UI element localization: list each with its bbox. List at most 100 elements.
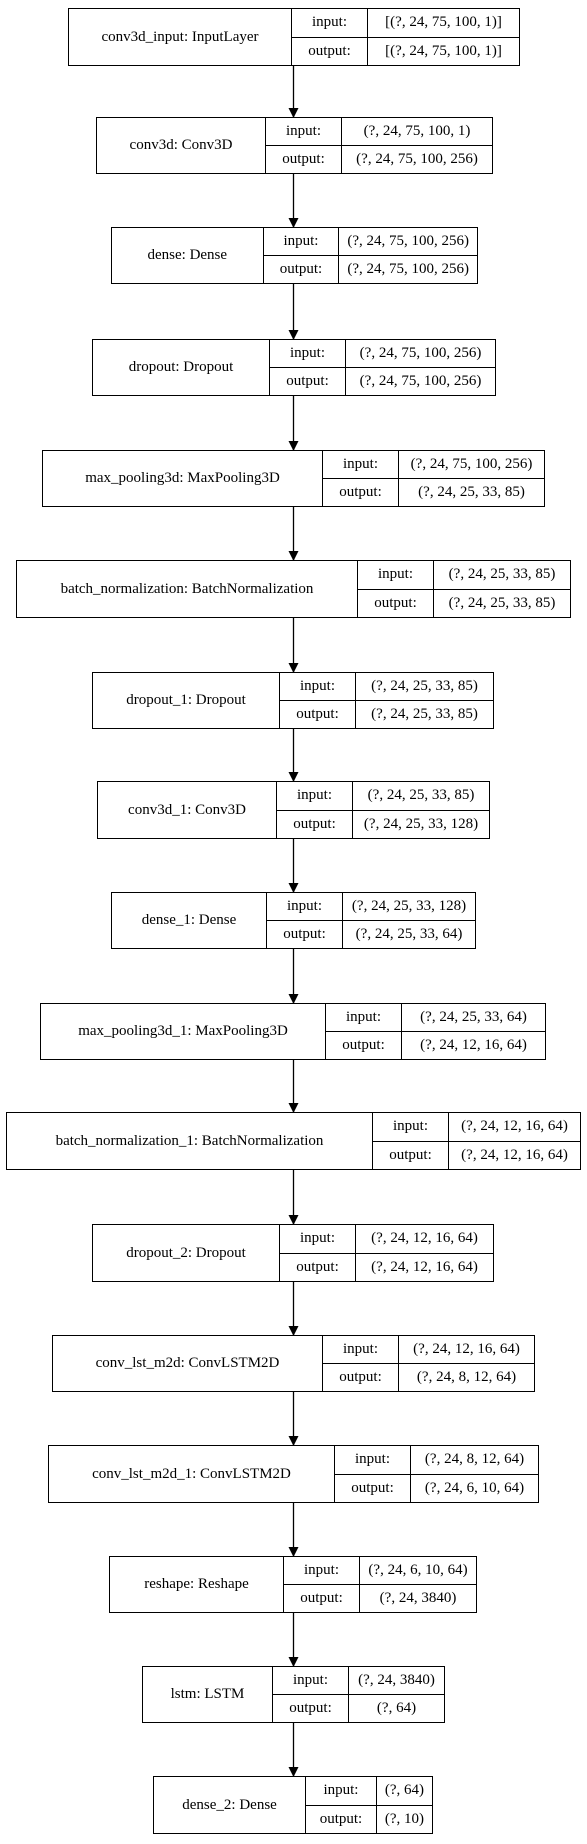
input-label: input: — [323, 1336, 398, 1364]
output-shape: (?, 10) — [384, 1810, 424, 1827]
layer-name: dropout_1: Dropout — [93, 673, 280, 728]
output-shape: (?, 24, 12, 16, 64) — [371, 1258, 478, 1275]
input-label: input: — [280, 673, 355, 701]
input-shape: (?, 24, 75, 100, 1) — [342, 118, 492, 146]
io-label-column: input: output: — [323, 451, 399, 506]
output-label: output: — [374, 594, 417, 611]
io-value-column: (?, 24, 75, 100, 1) (?, 24, 75, 100, 256) — [342, 118, 492, 173]
input-shape: (?, 64) — [376, 1777, 432, 1806]
output-label: output: — [339, 484, 382, 500]
output-label: output: — [296, 706, 339, 722]
input-shape: (?, 24, 12, 16, 64) — [449, 1113, 580, 1142]
io-value-column: (?, 24, 75, 100, 256)(?, 24, 75, 100, 25… — [346, 340, 495, 395]
io-label-column: input: output: — [266, 118, 342, 173]
io-label-column: input: output: — [267, 893, 343, 948]
layer-name: conv_lst_m2d_1: ConvLSTM2D — [49, 1446, 335, 1502]
io-label-column: input:output: — [373, 1113, 449, 1169]
layer-name: dense_1: Dense — [112, 893, 267, 948]
input-label: input: — [292, 9, 367, 38]
output-shape: (?, 64) — [376, 1700, 417, 1716]
output-shape: (?, 24, 8, 12, 64) — [416, 1369, 517, 1385]
io-label-column: input: output: — [263, 228, 340, 283]
output-label: output: — [389, 1146, 432, 1163]
io-value-column: (?, 24, 12, 16, 64) (?, 24, 12, 16, 64) — [449, 1113, 580, 1169]
input-label: input: — [270, 340, 345, 368]
input-label: input: — [306, 1777, 376, 1806]
io-value-column: (?, 24, 6, 10, 64) (?, 24, 3840) — [360, 1557, 476, 1612]
input-label: input: — [266, 118, 341, 146]
output-label: output: — [300, 1590, 343, 1606]
output-label: output: — [319, 1810, 363, 1827]
output-label: output: — [308, 42, 351, 59]
output-label: output: — [282, 151, 325, 167]
layer-name: max_pooling3d: MaxPooling3D — [43, 451, 323, 506]
io-label-column: input:output: — [277, 782, 353, 838]
input-label: input: — [267, 893, 342, 921]
output-label: output: — [283, 926, 326, 942]
io-value-column: (?, 24, 75, 100, 256)(?, 24, 25, 33, 85) — [399, 451, 544, 506]
output-label: output: — [279, 261, 323, 277]
input-label: input: — [323, 451, 398, 479]
io-value-column: (?, 24, 25, 33, 128) (?, 24, 25, 33, 64) — [343, 893, 475, 948]
io-value-column: (?, 24, 25, 33, 85)(?, 24, 25, 33, 128) — [353, 782, 489, 838]
input-label: input: — [263, 228, 339, 256]
layer-name: dense: Dense — [112, 228, 264, 283]
output-label: output: — [286, 373, 329, 389]
layer-name: conv3d_1: Conv3D — [98, 782, 277, 838]
layer-name: dropout: Dropout — [93, 340, 270, 395]
input-shape: (?, 24, 75, 100, 256) — [399, 451, 544, 479]
io-value-column: (?, 24, 75, 100, 256) (?, 24, 75, 100, 25… — [339, 228, 477, 283]
output-label: output: — [293, 815, 336, 832]
io-label-column: input: output: — [306, 1777, 377, 1833]
io-label-column: input: output: — [292, 9, 368, 65]
io-label-column: input: output: — [280, 673, 356, 728]
output-shape: (?, 24, 12, 16, 64) — [461, 1146, 568, 1163]
input-shape: (?, 24, 6, 10, 64) — [360, 1557, 476, 1585]
io-label-column: input: output: — [270, 340, 346, 395]
output-label: output: — [296, 1258, 339, 1275]
input-shape: (?, 24, 25, 33, 64) — [402, 1004, 545, 1032]
output-shape: [(?, 24, 75, 100, 1)] — [385, 42, 502, 59]
output-shape: (?, 24, 75, 100, 256) — [356, 151, 478, 167]
input-shape: [(?, 24, 75, 100, 1)] — [368, 9, 519, 38]
input-shape: (?, 24, 75, 100, 256) — [339, 228, 477, 256]
layer-name: conv3d: Conv3D — [97, 118, 266, 173]
output-shape: (?, 24, 25, 33, 85) — [371, 706, 478, 722]
layer-name: max_pooling3d_1: MaxPooling3D — [41, 1004, 326, 1059]
input-shape: (?, 24, 25, 33, 85) — [434, 561, 570, 590]
io-label-column: input:output: — [280, 1225, 356, 1281]
input-shape: (?, 24, 25, 33, 128) — [343, 893, 475, 921]
io-value-column: (?, 24, 25, 33, 64)(?, 24, 12, 16, 64) — [402, 1004, 545, 1059]
io-label-column: input:output: — [358, 561, 434, 617]
output-shape: (?, 24, 25, 33, 85) — [448, 594, 556, 611]
layer-name: conv3d_input: InputLayer — [69, 9, 292, 65]
input-label: input: — [335, 1446, 410, 1475]
input-shape: (?, 24, 3840) — [349, 1667, 444, 1695]
input-shape: (?, 24, 25, 33, 85) — [356, 673, 493, 701]
io-value-column: (?, 24, 12, 16, 64)(?, 24, 12, 16, 64) — [356, 1225, 493, 1281]
output-shape: (?, 24, 75, 100, 256) — [347, 261, 469, 277]
output-shape: (?, 24, 3840) — [379, 1590, 457, 1606]
output-shape: (?, 24, 25, 33, 64) — [355, 926, 463, 942]
input-shape: (?, 24, 12, 16, 64) — [399, 1336, 534, 1364]
io-value-column: (?, 64) (?, 10) — [376, 1777, 432, 1833]
layer-node[interactable]: batch_normalization_1: BatchNormalizatio… — [6, 1112, 581, 1170]
io-label-column: input:output: — [323, 1336, 399, 1391]
io-label-column: input:output: — [273, 1667, 349, 1722]
